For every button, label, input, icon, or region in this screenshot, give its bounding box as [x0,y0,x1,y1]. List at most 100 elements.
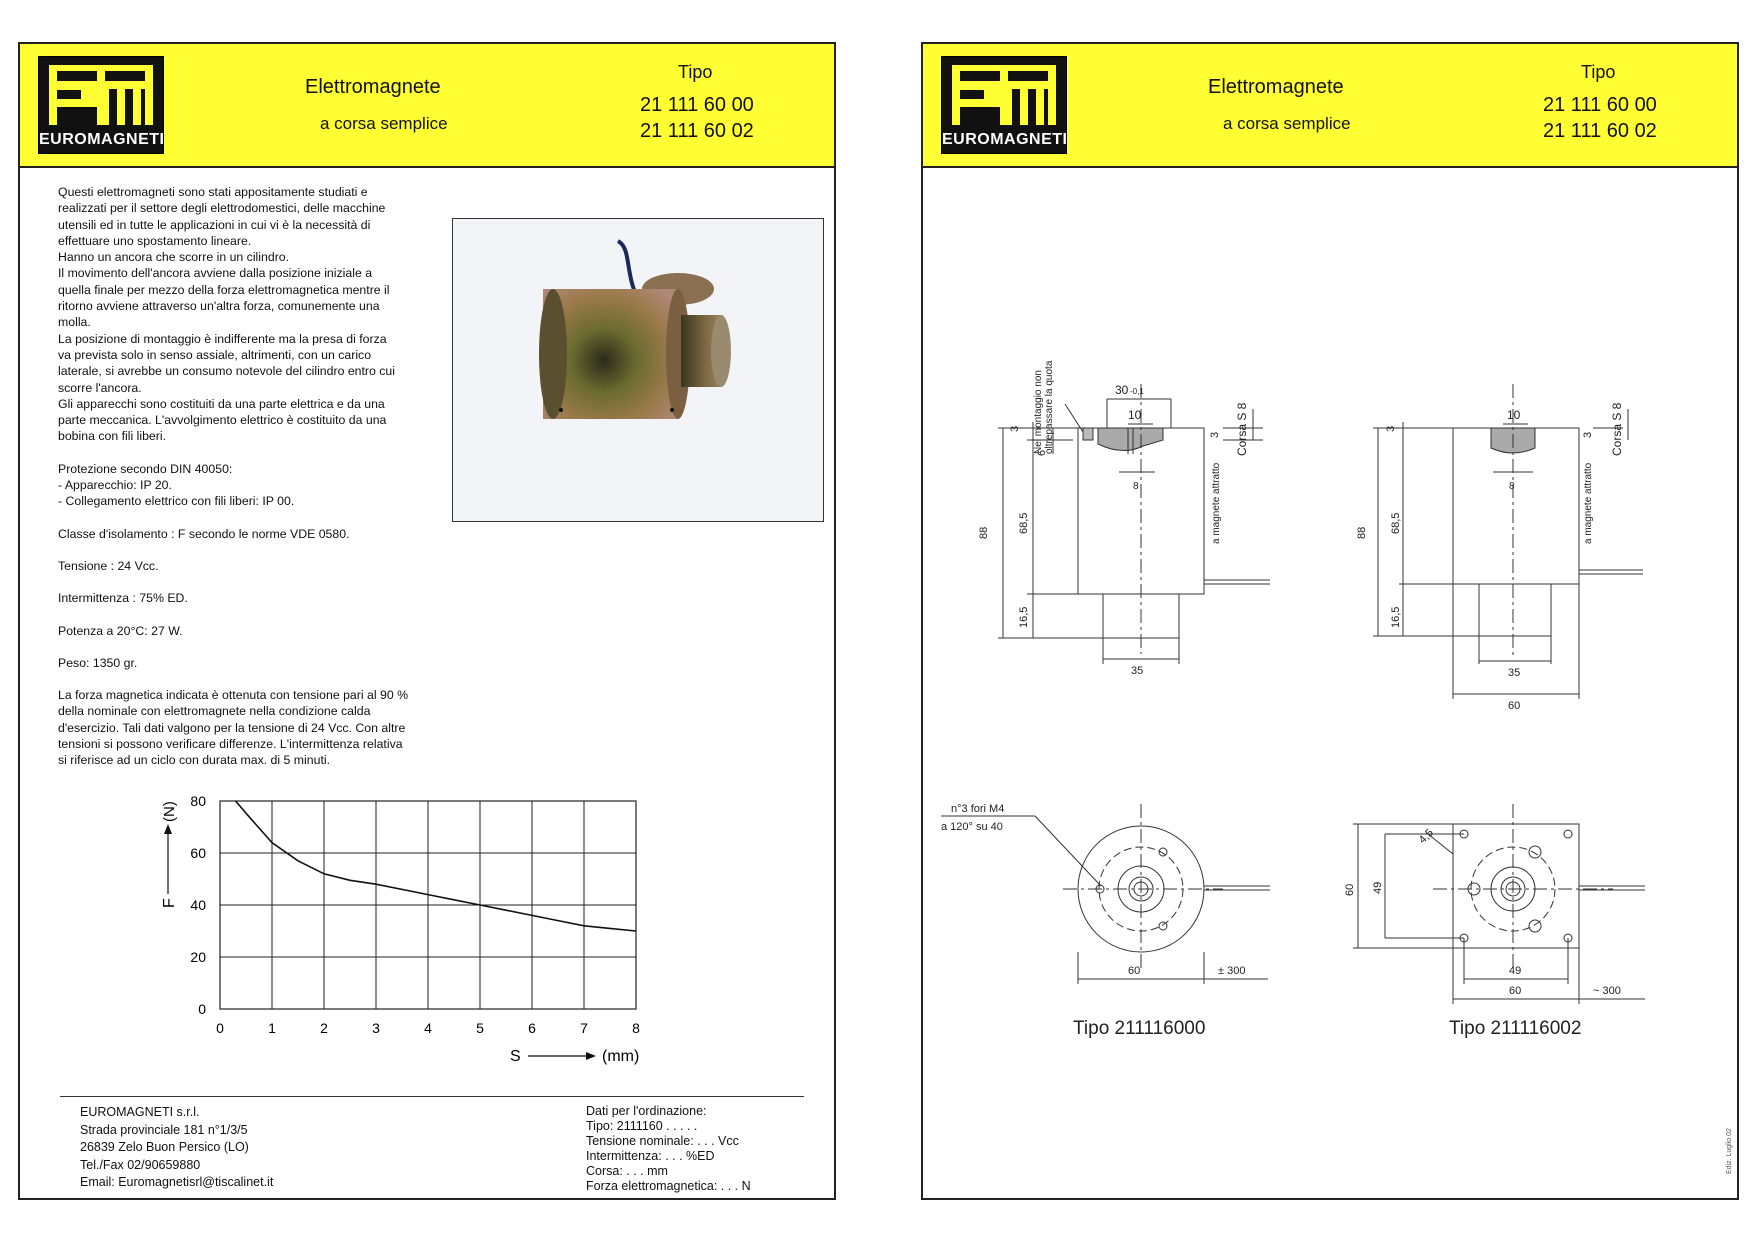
intro-line: molla. [58,315,91,330]
logo-wordmark: EUROMAGNETI [39,131,165,148]
protection-line: - Collegamento elettrico con fili liberi… [58,494,295,509]
intro-line: utensili ed in tutte le applicazioni in … [58,217,371,232]
footer-divider [60,1096,804,1097]
header-band: EUROMAGNETI Elettromagnete a corsa sempl… [923,44,1737,168]
company-address: EUROMAGNETI s.r.l. Strada provinciale 18… [80,1104,273,1192]
x-tick-label: 5 [476,1020,484,1036]
protection-line: - Apparecchio: IP 20. [58,478,172,493]
y-axis-unit: (N) [161,801,178,822]
intro-line: scorre l'ancora. [58,380,142,395]
magnet-attracted-label: a magnete attratto [1583,462,1594,544]
force-note-line: della nominale con elettromagnete nella … [58,704,371,719]
holes-spec-line: n°3 fori M4 [951,803,1004,815]
order-line: Forza elettromagnetica: . . . N [586,1179,751,1193]
euromagneti-logo: EUROMAGNETI [941,56,1067,154]
intro-line: parte meccanica. L'avvolgimento elettric… [58,413,387,428]
x-tick-label: 6 [528,1020,536,1036]
dim-60: 60 [1509,985,1521,997]
tipo-label: Tipo [678,62,713,82]
force-curve [234,800,637,932]
y-tick-label: 40 [190,897,206,913]
force-note-line: si riferisce ad un ciclo con durata max.… [58,753,331,768]
duty-cycle-spec: Intermittenza : 75% ED. [58,591,188,606]
datasheet-page-left: EUROMAGNETI Elettromagnete a corsa sempl… [18,42,836,1200]
weight-spec: Peso: 1350 gr. [58,655,138,670]
intro-line: laterale, si avrebbe un consumo notevole… [58,364,395,379]
magnet-attracted-label: a magnete attratto [1211,462,1222,544]
force-note-line: tensioni si possono verificare differenz… [58,737,403,752]
dim-60: 60 [1344,884,1356,896]
mount-note-line: Nel montaggio non [1033,370,1044,454]
order-line: Intermittenza: . . . %ED [586,1149,715,1163]
tipo-label: Tipo [1581,62,1616,82]
dim-60: 60 [1508,700,1520,712]
y-tick-label: 20 [190,949,206,965]
x-tick-label: 2 [320,1020,328,1036]
logo-wordmark: EUROMAGNETI [942,131,1068,148]
holes-spec-line: a 120° su 40 [941,821,1003,833]
caption-type-211116000: Tipo 211116000 [1073,1018,1205,1039]
dim-16-5: 16,5 [1390,607,1402,628]
order-line: Corsa: . . . mm [586,1164,668,1178]
order-line: Tipo: 2111160 . . . . . [586,1119,698,1133]
intro-line: Il movimento dell'ancora avviene dalla p… [58,266,373,281]
dim-3: 3 [1209,432,1221,438]
dim-49: 49 [1372,882,1384,894]
technical-drawings: Nel montaggio non oltrepassare la quota … [941,360,1733,1174]
order-line: Dati per l'ordinazione: [586,1104,707,1118]
protection-line: Protezione secondo DIN 40050: [58,461,233,476]
stroke-label: Corsa S 8 [1610,402,1624,456]
intro-line: Gli apparecchi sono costituiti da una pa… [58,396,385,411]
dim-35: 35 [1508,667,1520,679]
dim-88: 88 [1356,527,1368,539]
dim-8: 8 [1509,481,1515,492]
x-axis-arrowhead [586,1052,596,1060]
intro-line: Questi elettromagneti sono stati apposit… [58,185,368,199]
mount-note-line: oltrepassare la quota [1044,360,1055,454]
address-line: EUROMAGNETI s.r.l. [80,1105,200,1119]
dim-16-5: 16,5 [1018,607,1030,628]
address-line: Strada provinciale 181 n°1/3/5 [80,1122,248,1137]
wire-length-label: ± 300 [1218,965,1245,977]
intro-line: ritorno avviene attraverso un'altra forz… [58,299,380,314]
intro-line: bobina con fili liberi. [58,429,167,444]
description-text: Questi elettromagneti sono stati apposit… [58,184,438,769]
y-tick-label: 60 [190,845,206,861]
x-axis-unit: (mm) [602,1048,639,1065]
x-axis-label: S [510,1048,521,1065]
type-code-1: 21 111 60 00 [640,94,754,116]
datasheet-page-right: EUROMAGNETI Elettromagnete a corsa sempl… [921,42,1739,1200]
intro-line: quella finale per mezzo della forza elet… [58,282,390,297]
y-axis-arrowhead [164,824,172,834]
type-code-1: 21 111 60 00 [1543,94,1657,116]
intro-line: Hanno un ancora che scorre in un cilindr… [58,250,290,265]
dim-10: 10 [1128,408,1142,422]
type-code-2: 21 111 60 02 [640,120,754,142]
intro-line: La posizione di montaggio è indifferente… [58,331,387,346]
dim-3: 3 [1009,426,1021,432]
x-tick-label: 7 [580,1020,588,1036]
caption-type-211116002: Tipo 211116002 [1449,1018,1581,1039]
type-code-2: 21 111 60 02 [1543,120,1657,142]
product-photo [452,218,824,522]
page-title: Elettromagnete [305,76,441,98]
dim-3: 3 [1385,426,1397,432]
euromagneti-logo: EUROMAGNETI [38,56,164,154]
dim-49: 49 [1509,965,1521,977]
x-tick-label: 0 [216,1020,224,1036]
voltage-spec: Tensione : 24 Vcc. [58,558,159,573]
wire-length-label: ~ 300 [1593,985,1621,997]
intro-line: effettuare uno spostamento lineare. [58,233,252,248]
y-tick-label: 80 [190,793,206,809]
order-line: Tensione nominale: . . . Vcc [586,1134,739,1148]
page-subtitle: a corsa semplice [320,114,448,133]
dim-88: 88 [978,527,990,539]
intro-line: va prevista solo in senso assiale, altri… [58,347,372,362]
dim-8: 8 [1133,481,1139,492]
ordering-data: Dati per l'ordinazione: Tipo: 2111160 . … [586,1104,751,1194]
dim-60: 60 [1128,965,1140,977]
intro-line: realizzati per il settore degli elettrod… [58,201,386,216]
x-tick-label: 1 [268,1020,276,1036]
dim-6: 6 [1036,450,1048,456]
